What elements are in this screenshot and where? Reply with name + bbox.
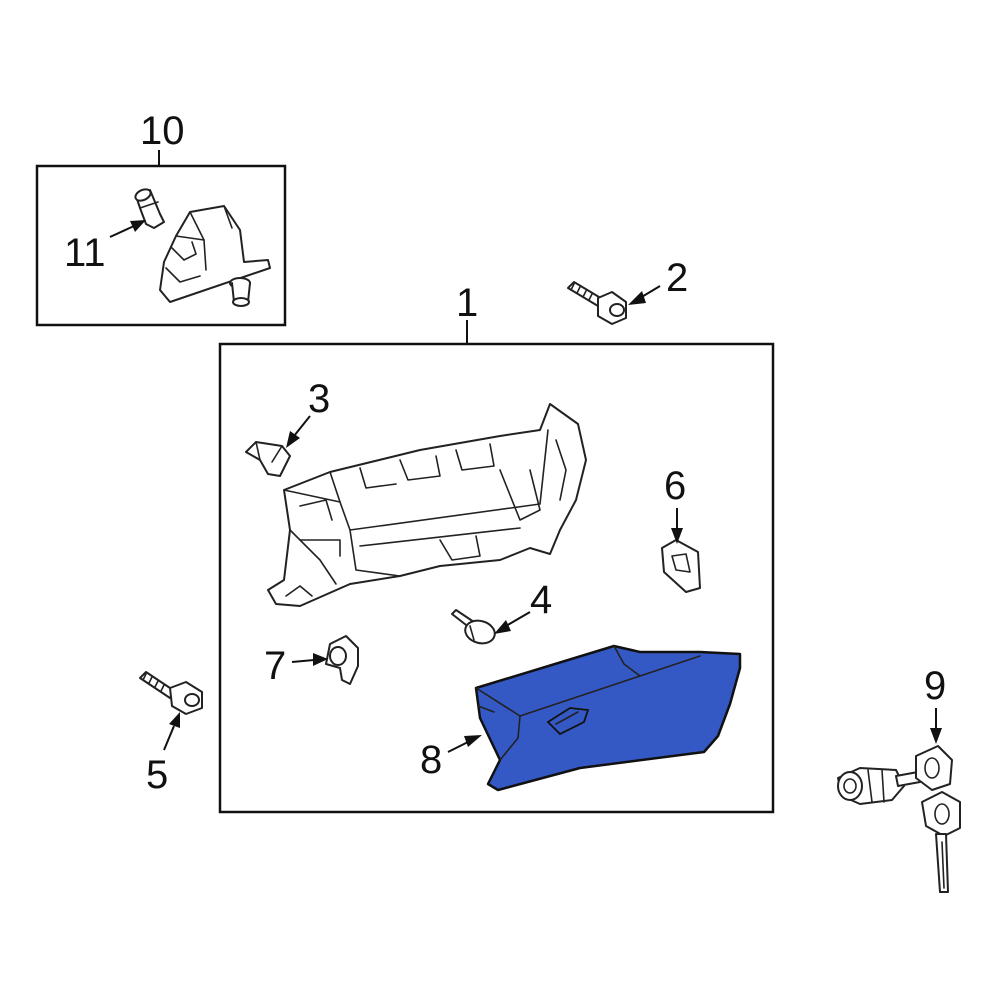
callout-11: 11: [64, 231, 106, 275]
glove-box-housing[interactable]: [267, 403, 587, 607]
part-6-clip[interactable]: [661, 539, 701, 593]
latch-assembly-frame: [35, 164, 287, 327]
callout-1: 1: [456, 281, 478, 325]
part-2-bolt[interactable]: [567, 281, 627, 325]
glove-box-door-body: [474, 644, 742, 792]
callout-10: 10: [140, 109, 185, 153]
part-3-clip[interactable]: [245, 441, 291, 477]
part-10-latch[interactable]: [159, 205, 271, 307]
callout-5: 5: [146, 753, 168, 797]
callout-7: 7: [264, 644, 286, 688]
callout-4: 4: [530, 578, 552, 622]
part-4-damper[interactable]: [451, 609, 497, 647]
callout-6: 6: [664, 464, 686, 508]
part-8-glove-box-door[interactable]: [474, 644, 742, 792]
latch-assembly-group: 10 11: [35, 109, 287, 327]
part-11-pin[interactable]: [134, 187, 165, 229]
glove-box-assembly-frame: [218, 342, 775, 814]
part-5-bolt[interactable]: [139, 671, 203, 715]
callout-3: 3: [308, 377, 330, 421]
callout-2: 2: [666, 256, 688, 300]
callout-8: 8: [420, 738, 442, 782]
part-9-lock-and-keys[interactable]: [837, 745, 961, 893]
part-7-stopper[interactable]: [325, 635, 359, 685]
callout-9: 9: [924, 664, 946, 708]
